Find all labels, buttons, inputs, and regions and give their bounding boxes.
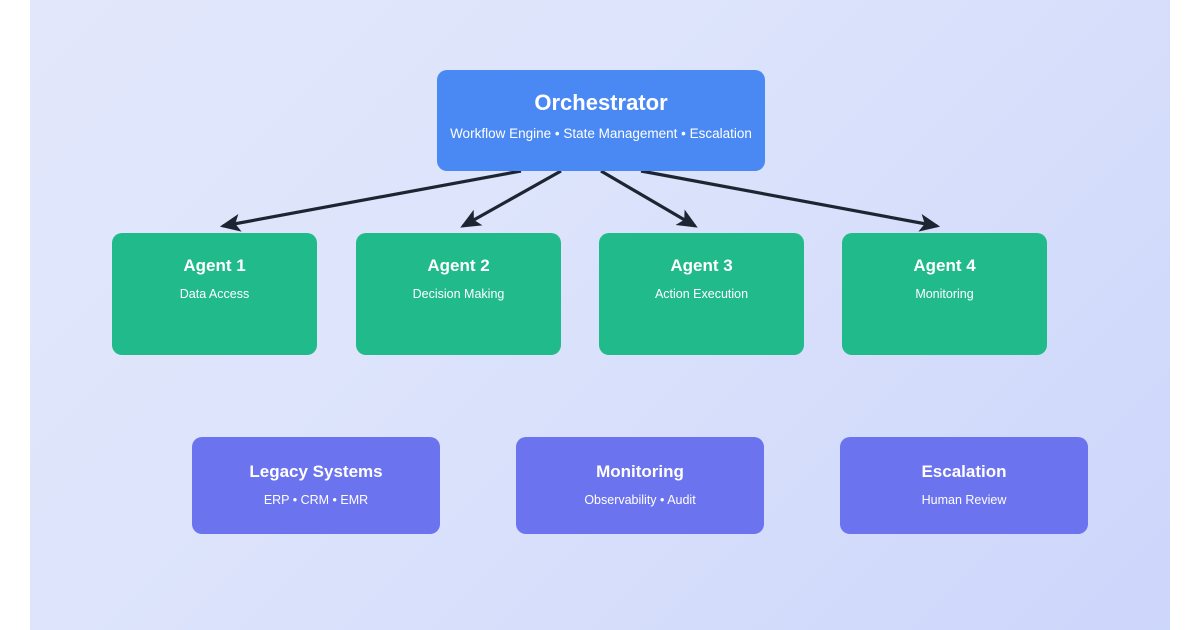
node-agent-1[interactable]: Agent 1 Data Access [112, 233, 317, 355]
node-orchestrator-title: Orchestrator [534, 90, 668, 115]
node-escalation[interactable]: Escalation Human Review [840, 437, 1088, 534]
node-agent-2-subtitle: Decision Making [412, 286, 505, 301]
node-agent-4-subtitle: Monitoring [915, 286, 974, 301]
node-legacy-systems-title: Legacy Systems [249, 462, 383, 481]
node-legacy-systems[interactable]: Legacy Systems ERP • CRM • EMR [192, 437, 440, 534]
node-orchestrator-subtitle: Workflow Engine • State Management • Esc… [450, 126, 752, 142]
node-agent-1-subtitle: Data Access [179, 286, 250, 301]
node-legacy-systems-subtitle: ERP • CRM • EMR [263, 492, 369, 507]
node-agent-3[interactable]: Agent 3 Action Execution [599, 233, 804, 355]
node-agent-2[interactable]: Agent 2 Decision Making [356, 233, 561, 355]
node-agent-4[interactable]: Agent 4 Monitoring [842, 233, 1047, 355]
node-monitoring[interactable]: Monitoring Observability • Audit [516, 437, 764, 534]
node-agent-4-title: Agent 4 [913, 256, 976, 275]
node-monitoring-subtitle: Observability • Audit [584, 492, 696, 507]
node-agent-1-title: Agent 1 [183, 256, 246, 275]
node-agent-2-title: Agent 2 [427, 256, 490, 275]
node-monitoring-title: Monitoring [596, 462, 684, 481]
node-escalation-title: Escalation [921, 462, 1007, 481]
node-agent-3-subtitle: Action Execution [654, 286, 749, 301]
node-orchestrator[interactable]: Orchestrator Workflow Engine • State Man… [437, 70, 765, 171]
node-agent-3-title: Agent 3 [670, 256, 733, 275]
node-escalation-subtitle: Human Review [921, 492, 1007, 507]
